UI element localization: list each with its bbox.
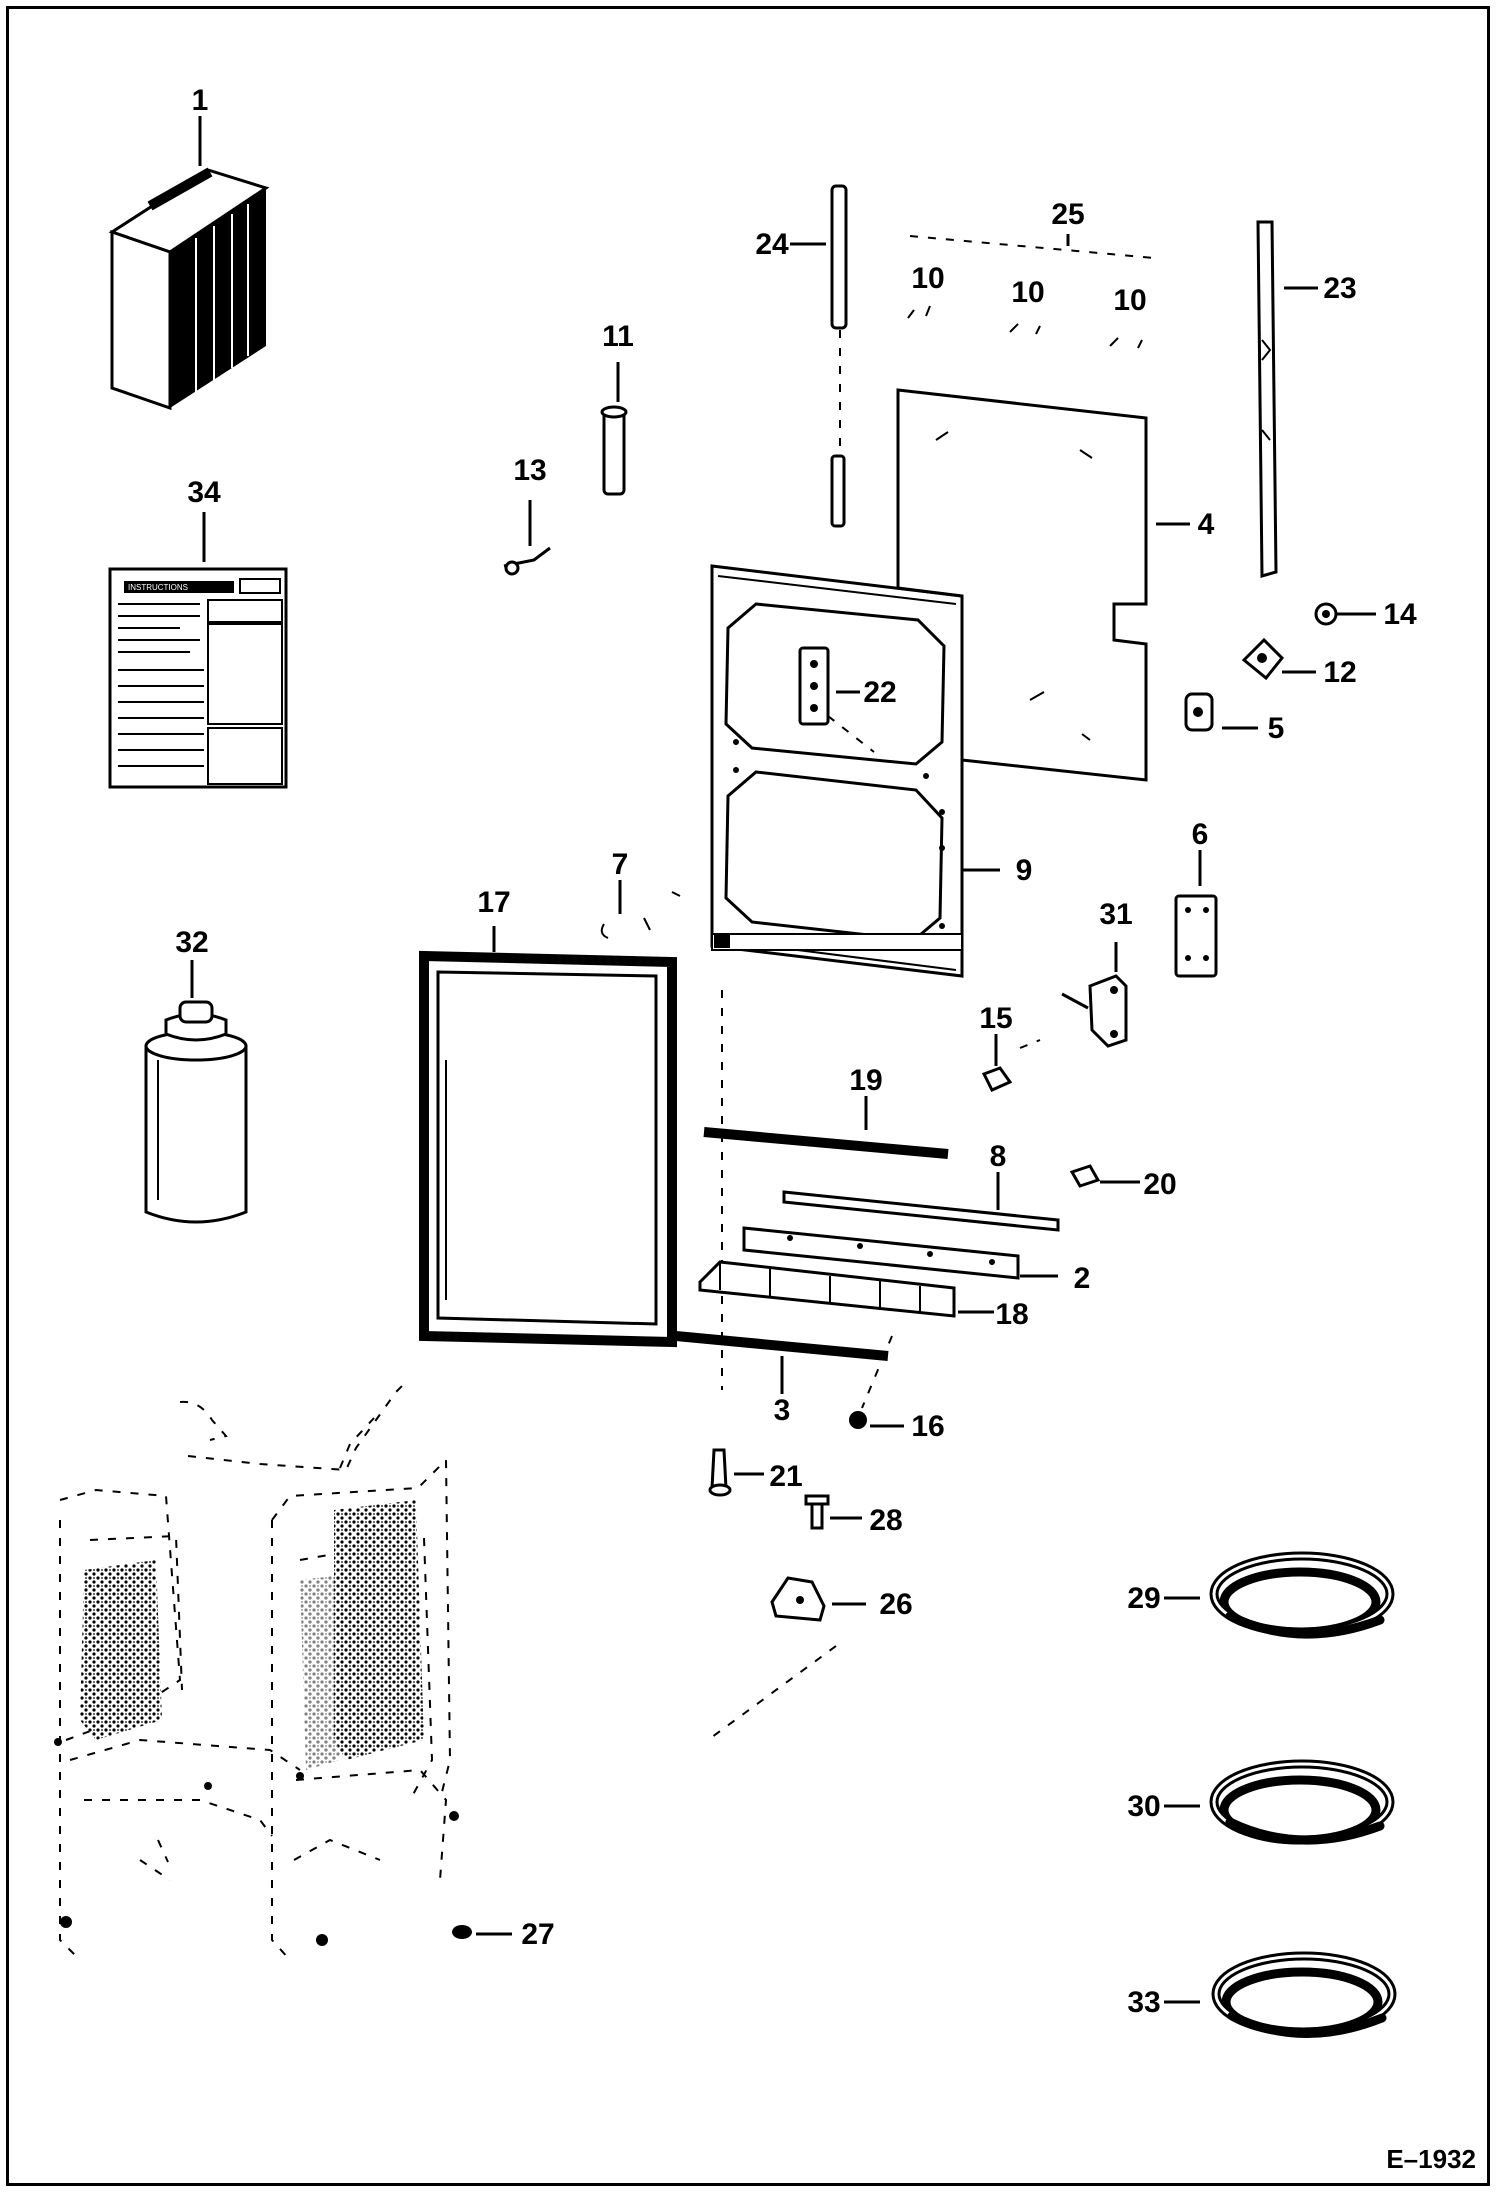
part-17-seal-frame <box>419 950 677 1348</box>
part-34-instruction-sheet: INSTRUCTIONS <box>108 567 288 789</box>
drawing-reference-number: E–1932 <box>1386 2144 1476 2174</box>
part-30-hose <box>1209 1759 1395 1845</box>
callout-27: 27 <box>521 1918 554 1951</box>
callout-5: 5 <box>1268 712 1285 745</box>
part-15-screw <box>981 1066 1013 1092</box>
part-33-hose <box>1211 1951 1397 2038</box>
callout-3: 3 <box>774 1394 791 1427</box>
part-19-strip <box>703 1127 949 1159</box>
callout-10a: 10 <box>911 262 944 295</box>
part-4-window-glass <box>896 388 1148 782</box>
part-20-screw <box>1069 1164 1101 1188</box>
callout-labels: 1 2 3 4 5 6 7 8 9 10 10 10 11 12 13 14 1… <box>175 84 1417 2019</box>
part-24-side-rail <box>830 184 848 528</box>
part-22-latch-plate <box>798 646 875 753</box>
diagram-frame <box>6 6 1490 2186</box>
part-11-pin <box>600 405 628 496</box>
part-26-bracket <box>770 1576 826 1622</box>
callout-23: 23 <box>1323 272 1356 305</box>
callout-13: 13 <box>513 454 546 487</box>
callout-28: 28 <box>869 1504 902 1537</box>
leader-lines <box>190 116 1376 2004</box>
callout-21: 21 <box>769 1460 802 1493</box>
machine-frame <box>54 1379 459 1961</box>
part-25-cord <box>909 235 1155 259</box>
callout-16: 16 <box>911 1410 944 1443</box>
callout-12: 12 <box>1323 656 1356 689</box>
part-13-clip <box>503 546 551 576</box>
callout-14: 14 <box>1383 598 1417 631</box>
callout-25: 25 <box>1051 198 1084 231</box>
part-2-channel <box>742 1226 1020 1280</box>
callout-6: 6 <box>1192 818 1209 851</box>
callout-33: 33 <box>1127 1986 1160 2019</box>
callout-7: 7 <box>612 848 629 881</box>
callout-1: 1 <box>192 84 209 117</box>
part-21-screw <box>708 1448 732 1497</box>
manual-title: INSTRUCTIONS <box>128 583 188 592</box>
callout-22: 22 <box>863 676 896 709</box>
part-10-fasteners <box>907 305 1143 349</box>
part-28-bolt <box>804 1494 830 1530</box>
part-14-knob <box>1314 602 1338 626</box>
part-7-clips <box>600 891 681 939</box>
callout-8: 8 <box>990 1140 1007 1173</box>
part-1-filter-box <box>108 167 270 411</box>
callout-11: 11 <box>602 320 634 353</box>
part-8-bar <box>782 1190 1060 1232</box>
callout-29: 29 <box>1127 1582 1160 1615</box>
callout-19: 19 <box>849 1064 882 1097</box>
part-31-hinge-latch <box>1061 974 1128 1048</box>
callout-24: 24 <box>755 228 789 261</box>
part-6-plate <box>1174 894 1218 978</box>
callout-2: 2 <box>1074 1262 1091 1295</box>
part-29-hose <box>1209 1551 1395 1639</box>
part-27-plug <box>452 1925 472 1939</box>
callout-30: 30 <box>1127 1790 1160 1823</box>
callout-17: 17 <box>477 886 510 919</box>
part-32-spray-can <box>144 1000 248 1224</box>
callout-32: 32 <box>175 926 208 959</box>
part-5-catch <box>1184 692 1214 732</box>
callout-4: 4 <box>1198 508 1215 541</box>
part-23-side-rail <box>1256 220 1278 578</box>
callout-26: 26 <box>879 1588 912 1621</box>
part-9-door-frame <box>710 564 964 978</box>
callout-9: 9 <box>1016 854 1033 887</box>
callout-34: 34 <box>187 476 221 509</box>
part-18-channel <box>698 1260 956 1318</box>
part-16-nut <box>849 1411 867 1429</box>
callout-15: 15 <box>979 1002 1012 1035</box>
callout-10c: 10 <box>1113 284 1146 317</box>
callout-20: 20 <box>1143 1168 1176 1201</box>
assembly-guide-lines <box>707 990 1041 1741</box>
callout-10b: 10 <box>1011 276 1044 309</box>
callout-31: 31 <box>1099 898 1132 931</box>
callout-18: 18 <box>995 1298 1028 1331</box>
part-12-latch <box>1241 637 1285 681</box>
part-3-strip <box>675 1331 889 1361</box>
